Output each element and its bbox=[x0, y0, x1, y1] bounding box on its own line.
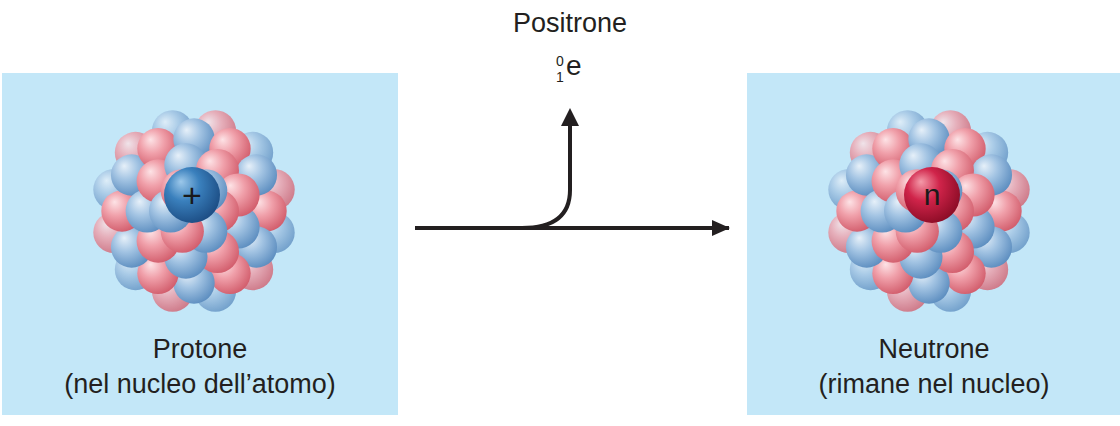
panel-caption: Neutrone(rimane nel nucleo) bbox=[747, 332, 1120, 403]
reaction-arrow bbox=[415, 226, 729, 230]
particle-note: (rimane nel nucleo) bbox=[747, 367, 1120, 403]
particle-sign: + bbox=[182, 178, 202, 212]
atomic-number: 1 bbox=[556, 70, 564, 84]
emission-branch bbox=[522, 124, 570, 228]
emission-arrowhead bbox=[561, 108, 579, 126]
particle-name: Positrone bbox=[513, 10, 627, 37]
particle-name: Protone bbox=[2, 332, 398, 368]
particle-sign: n bbox=[924, 180, 941, 210]
particle-name: Neutrone bbox=[747, 332, 1120, 368]
neutron-sphere: n bbox=[904, 167, 960, 223]
mass-number: 0 bbox=[556, 54, 564, 68]
proton-sphere: + bbox=[164, 167, 220, 223]
particle-note: (nel nucleo dell’atomo) bbox=[2, 367, 398, 403]
panel-caption: Protone(nel nucleo dell’atomo) bbox=[2, 332, 398, 403]
nucleus-panel: Protone(nel nucleo dell’atomo) + bbox=[2, 73, 398, 415]
nucleus-panel: Neutrone(rimane nel nucleo) n bbox=[747, 73, 1120, 415]
particle-symbol: e bbox=[566, 52, 582, 80]
